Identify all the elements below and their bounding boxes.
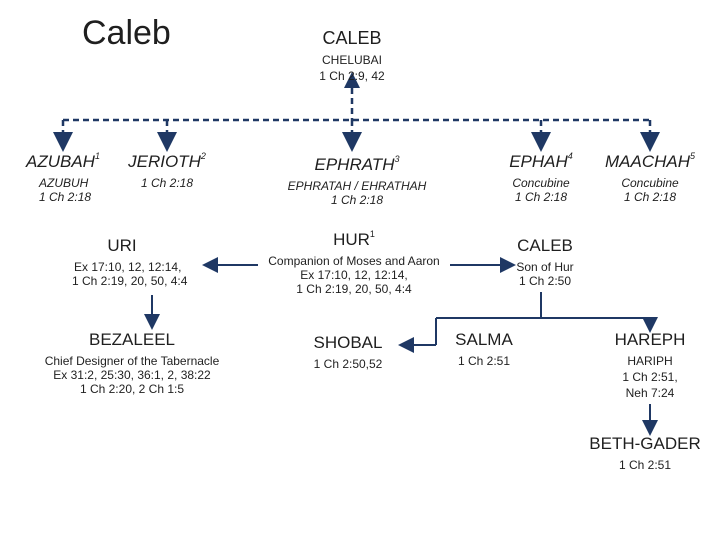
- wife-ephrath: EPHRATH3 EPHRATAH / EHRATHAH 1 Ch 2:18: [272, 154, 442, 207]
- azubah-name: AZUBAH: [26, 152, 95, 171]
- jerioth-ref: 1 Ch 2:18: [140, 176, 194, 190]
- person-salma: SALMA 1 Ch 2:51: [434, 330, 534, 368]
- maachah-note: Concubine: [621, 176, 679, 190]
- ephah-ref: 1 Ch 2:18: [514, 190, 568, 204]
- salma-ref: 1 Ch 2:51: [457, 354, 511, 368]
- bezaleel-ref-2: 1 Ch 2:20, 2 Ch 1:5: [79, 382, 185, 396]
- caleb2-desc: Son of Hur: [516, 260, 574, 274]
- bezaleel-name: BEZALEEL: [89, 330, 175, 349]
- hur-name: HUR: [333, 230, 370, 249]
- person-uri: URI Ex 17:10, 12, 12:14, 1 Ch 2:19, 20, …: [62, 236, 242, 288]
- hur-ref-2: 1 Ch 2:19, 20, 50, 4:4: [296, 282, 412, 296]
- caleb2-name: CALEB: [517, 236, 573, 255]
- hareph-name: HAREPH: [614, 330, 686, 349]
- jerioth-name: JERIOTH: [128, 152, 201, 171]
- uri-name: URI: [107, 236, 137, 255]
- azubah-alias: AZUBUH: [39, 176, 89, 190]
- root-name: CALEB: [322, 28, 382, 48]
- bethgader-name: BETH-GADER: [589, 434, 701, 453]
- ephrath-alias: EPHRATAH / EHRATHAH: [287, 179, 427, 193]
- hur-num: 1: [369, 229, 375, 239]
- wife-azubah: AZUBAH1 AZUBUH 1 Ch 2:18: [13, 151, 113, 204]
- root-alias: CHELUBAI: [321, 53, 383, 67]
- person-hur: HUR1 Companion of Moses and Aaron Ex 17:…: [259, 229, 449, 296]
- ephah-num: 4: [567, 151, 573, 161]
- hur-desc: Companion of Moses and Aaron: [268, 254, 440, 268]
- maachah-name: MAACHAH: [604, 152, 690, 171]
- wife-maachah: MAACHAH5 Concubine 1 Ch 2:18: [595, 151, 705, 204]
- person-shobal: SHOBAL 1 Ch 2:50,52: [293, 333, 403, 371]
- shobal-ref: 1 Ch 2:50,52: [313, 357, 383, 371]
- uri-ref-2: 1 Ch 2:19, 20, 50, 4:4: [72, 274, 188, 288]
- jerioth-num: 2: [200, 151, 206, 161]
- ephrath-ref: 1 Ch 2:18: [330, 193, 384, 207]
- hareph-alias: HARIPH: [627, 354, 673, 368]
- ephrath-num: 3: [394, 154, 400, 164]
- shobal-name: SHOBAL: [313, 333, 383, 352]
- person-hareph: HAREPH HARIPH 1 Ch 2:51, Neh 7:24: [595, 330, 705, 400]
- root-ref: 1 Ch 2:9, 42: [319, 69, 385, 83]
- person-beth-gader: BETH-GADER 1 Ch 2:51: [575, 434, 715, 472]
- maachah-ref: 1 Ch 2:18: [623, 190, 677, 204]
- azubah-num: 1: [94, 151, 100, 161]
- bethgader-ref: 1 Ch 2:51: [618, 458, 672, 472]
- salma-name: SALMA: [455, 330, 513, 349]
- caleb2-ref: 1 Ch 2:50: [518, 274, 572, 288]
- person-caleb-son-of-hur: CALEB Son of Hur 1 Ch 2:50: [495, 236, 595, 288]
- maachah-num: 5: [690, 151, 696, 161]
- slide-title: Caleb: [82, 14, 171, 52]
- hur-ref-1: Ex 17:10, 12, 12:14,: [300, 268, 408, 282]
- wife-jerioth: JERIOTH2 1 Ch 2:18: [117, 151, 217, 190]
- wife-ephah: EPHAH4 Concubine 1 Ch 2:18: [491, 151, 591, 204]
- root-caleb: CALEB CHELUBAI 1 Ch 2:9, 42: [290, 28, 414, 83]
- hareph-ref-1: 1 Ch 2:51,: [622, 370, 678, 384]
- hareph-ref-2: Neh 7:24: [625, 386, 675, 400]
- person-bezaleel: BEZALEEL Chief Designer of the Tabernacl…: [32, 330, 232, 396]
- bezaleel-ref-1: Ex 31:2, 25:30, 36:1, 2, 38:22: [53, 368, 211, 382]
- bezaleel-desc: Chief Designer of the Tabernacle: [44, 354, 220, 368]
- ephah-note: Concubine: [512, 176, 570, 190]
- ephah-name: EPHAH: [509, 152, 568, 171]
- ephrath-name: EPHRATH: [314, 155, 395, 174]
- azubah-ref: 1 Ch 2:18: [39, 190, 92, 204]
- uri-ref-1: Ex 17:10, 12, 12:14,: [74, 260, 182, 274]
